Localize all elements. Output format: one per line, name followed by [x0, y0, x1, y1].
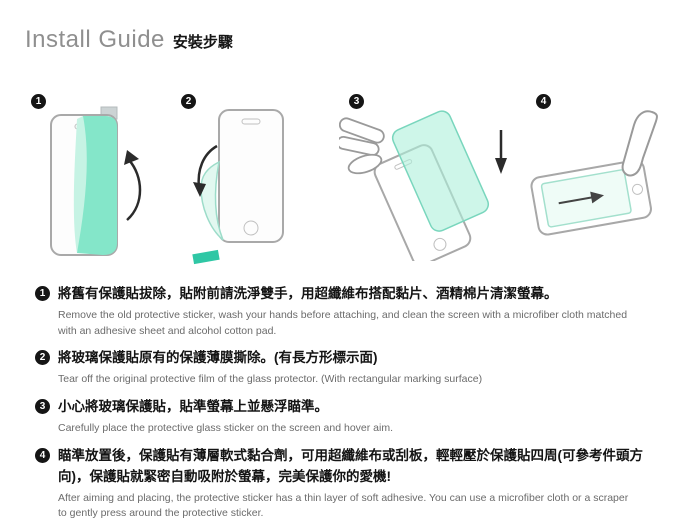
tear-film-illustration [192, 109, 284, 265]
instruction-step-2: 2 將玻璃保護貼原有的保護薄膜撕除。(有長方形標示面) Tear off the… [35, 348, 675, 388]
glass-sticker [391, 110, 490, 232]
protector-home-cutout [243, 220, 259, 236]
instruction-2-english: Tear off the original protective film of… [58, 373, 483, 386]
hanging-film [200, 160, 224, 241]
protective-film [77, 116, 117, 255]
film-curl [73, 116, 87, 253]
protector-speaker-cutout [241, 118, 261, 125]
hand-icon [339, 117, 385, 175]
figure-1-number-badge: 1 [31, 94, 46, 109]
thumb [347, 153, 383, 175]
peel-arrowhead-icon [124, 150, 139, 165]
figure-step-3: 3 [325, 90, 515, 265]
instruction-4-number-badge: 4 [35, 447, 50, 463]
instruction-3-heading: 3 小心將玻璃保護貼，貼準螢幕上並懸浮瞄準。 [35, 397, 675, 418]
figure-step-1: 1 [25, 90, 165, 275]
swipe-arrowhead-icon [590, 191, 605, 204]
instruction-2-number-badge: 2 [35, 350, 50, 366]
instruction-1-heading: 1 將舊有保護貼拔除，貼附前請洗淨雙手，用超纖維布搭配黏片、酒精棉片清潔螢幕。 [35, 284, 675, 305]
align-glass-illustration [339, 110, 507, 261]
instruction-2-heading: 2 將玻璃保護貼原有的保護薄膜撕除。(有長方形標示面) [35, 348, 675, 369]
phone-home-button [433, 237, 447, 251]
instruction-list: 1 將舊有保護貼拔除，貼附前請洗淨雙手，用超纖維布搭配黏片、酒精棉片清潔螢幕。 … [35, 284, 675, 519]
page-title: Install Guide 安裝步驟 [25, 26, 233, 54]
instruction-step-3: 3 小心將玻璃保護貼，貼準螢幕上並懸浮瞄準。 Carefully place t… [35, 397, 675, 437]
instruction-1-english: Remove the old protective sticker, wash … [58, 308, 628, 337]
illustration-row: 1 2 [25, 90, 685, 280]
instruction-step-1: 1 將舊有保護貼拔除，貼附前請洗淨雙手，用超纖維布搭配黏片、酒精棉片清潔螢幕。 … [35, 284, 675, 339]
pressing-finger-icon [621, 110, 658, 177]
title-english: Install Guide [25, 26, 165, 53]
phone-group [530, 159, 652, 236]
down-arrowhead-icon [495, 158, 507, 174]
figure-step-2: 2 [175, 90, 300, 275]
swipe-arrow-icon [558, 196, 595, 205]
title-chinese: 安裝步驟 [172, 34, 233, 51]
figure-2-number-badge: 2 [181, 94, 196, 109]
instruction-2-chinese: 將玻璃保護貼原有的保護薄膜撕除。(有長方形標示面) [58, 350, 378, 366]
phone-home-button [632, 183, 644, 195]
finger-top [339, 117, 385, 144]
instruction-3-chinese: 小心將玻璃保護貼，貼準螢幕上並懸浮瞄準。 [58, 399, 328, 415]
figure-4-number-badge: 4 [536, 94, 551, 109]
glass-protector-outline [218, 109, 284, 243]
peel-old-film-illustration [50, 106, 142, 256]
finger-middle [339, 135, 380, 157]
instruction-1-number-badge: 1 [35, 286, 50, 301]
instruction-4-heading: 4 瞄準放置後，保護貼有薄層軟式黏合劑，可用超纖維布或刮板，輕輕壓於保護貼四周(… [35, 446, 675, 488]
instruction-1-chinese: 將舊有保護貼拔除，貼附前請洗淨雙手，用超纖維布搭配黏片、酒精棉片清潔螢幕。 [58, 286, 558, 301]
instruction-step-4: 4 瞄準放置後，保護貼有薄層軟式黏合劑，可用超纖維布或刮板，輕輕壓於保護貼四周(… [35, 446, 675, 519]
figure-step-4: 4 [510, 90, 680, 265]
tear-arrowhead-icon [193, 182, 206, 197]
glass-group [391, 110, 490, 232]
figure-3-number-badge: 3 [349, 94, 364, 109]
instruction-4-chinese: 瞄準放置後，保護貼有薄層軟式黏合劑，可用超纖維布或刮板，輕輕壓於保護貼四周(可參… [58, 447, 643, 484]
peel-arrow-icon [126, 159, 142, 221]
instruction-4-english: After aiming and placing, the protective… [58, 491, 629, 519]
instruction-3-english: Carefully place the protective glass sti… [58, 422, 394, 435]
teal-pull-tab [192, 249, 220, 265]
press-adhere-illustration [530, 110, 658, 236]
instruction-3-number-badge: 3 [35, 399, 50, 415]
